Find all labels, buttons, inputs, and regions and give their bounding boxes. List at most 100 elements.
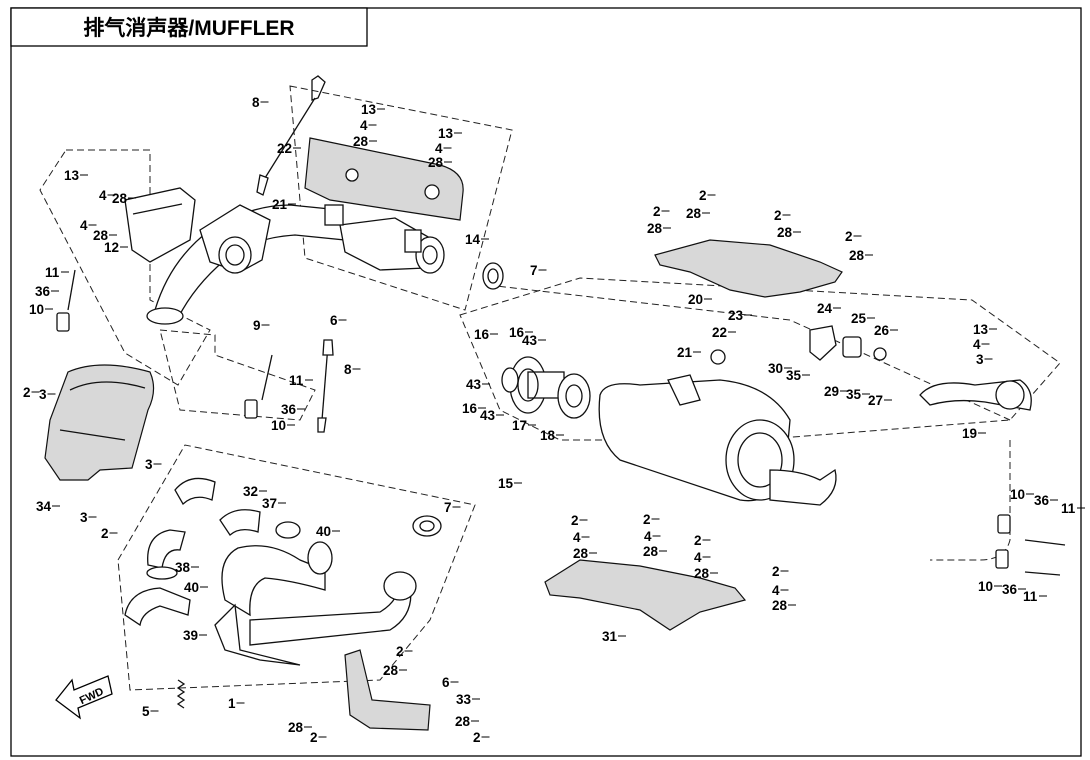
callout-label: 11 bbox=[45, 265, 60, 280]
o2-sensor-top bbox=[256, 75, 326, 196]
callout-label: 36 bbox=[1034, 493, 1050, 508]
callout-label: 33 bbox=[456, 692, 472, 707]
callout-label: 34 bbox=[36, 499, 52, 514]
callout-label: 35 bbox=[786, 368, 802, 383]
callout-label: 28 bbox=[849, 248, 865, 263]
gasket-ring-upper bbox=[482, 262, 504, 290]
callout-label: 2 bbox=[473, 730, 481, 745]
lower-shield-part bbox=[344, 649, 431, 731]
callout-label: 16 bbox=[474, 327, 490, 342]
callout-label: 2 bbox=[396, 644, 404, 659]
callout-label: 28 bbox=[428, 155, 444, 170]
callout-label: 3 bbox=[976, 352, 984, 367]
bracket-part bbox=[710, 325, 887, 365]
diagram-title: 排气消声器/MUFFLER bbox=[83, 16, 294, 40]
callout-label: 37 bbox=[262, 496, 277, 511]
callout-label: 11 bbox=[289, 373, 304, 388]
title-box bbox=[10, 7, 368, 47]
callout-label: 26 bbox=[874, 323, 890, 338]
gasket-ring-lower bbox=[412, 515, 442, 537]
callout-label: 28 bbox=[573, 546, 589, 561]
callout-label: 4 bbox=[772, 583, 780, 598]
spring-part bbox=[176, 679, 186, 709]
drawing-border bbox=[10, 7, 1082, 757]
callout-label: 19 bbox=[962, 426, 977, 441]
callout-label: 28 bbox=[772, 598, 788, 613]
callout-label: 28 bbox=[777, 225, 793, 240]
callout-label: 10 bbox=[1010, 487, 1025, 502]
callout-label: 13 bbox=[64, 168, 80, 183]
callout-label: 4 bbox=[973, 337, 981, 352]
callout-label: 39 bbox=[183, 628, 198, 643]
callout-label: 8 bbox=[344, 362, 352, 377]
callout-label: 18 bbox=[540, 428, 556, 443]
callout-label: 7 bbox=[444, 500, 452, 515]
callout-label: 10 bbox=[271, 418, 286, 433]
top-shield-part bbox=[304, 137, 464, 221]
callout-label: 10 bbox=[29, 302, 44, 317]
callout-label: 16 bbox=[509, 325, 525, 340]
leader-lines bbox=[31, 101, 1085, 738]
callout-label: 43 bbox=[522, 333, 538, 348]
heat-shield-part bbox=[44, 364, 155, 481]
callout-label: 28 bbox=[112, 191, 128, 206]
callout-label: 36 bbox=[1002, 582, 1018, 597]
callout-label: 2 bbox=[571, 513, 579, 528]
callout-label: 43 bbox=[480, 408, 496, 423]
callout-label: 28 bbox=[353, 134, 369, 149]
callout-label: 23 bbox=[728, 308, 744, 323]
callout-label: 28 bbox=[288, 720, 304, 735]
callout-label: 5 bbox=[142, 704, 150, 719]
callout-label: 21 bbox=[677, 345, 693, 360]
fwd-arrow: FWD bbox=[55, 675, 113, 720]
callout-label: 27 bbox=[868, 393, 883, 408]
callout-label: 16 bbox=[462, 401, 478, 416]
callout-label: 13 bbox=[438, 126, 454, 141]
callout-label: 2 bbox=[101, 526, 109, 541]
callout-label: 6 bbox=[442, 675, 450, 690]
callout-label: 4 bbox=[573, 530, 581, 545]
callout-label: 36 bbox=[35, 284, 51, 299]
callout-label: 6 bbox=[330, 313, 338, 328]
callout-labels: 8 13 4 28 13 4 28 22 21 14 13 4 28 4 28 … bbox=[23, 95, 1076, 745]
callout-label: 32 bbox=[243, 484, 258, 499]
callout-label: 2 bbox=[845, 229, 853, 244]
callout-label: 8 bbox=[252, 95, 260, 110]
callout-label: 12 bbox=[104, 240, 119, 255]
callout-label: 28 bbox=[93, 228, 109, 243]
hose-parts bbox=[124, 477, 301, 627]
small-hardware bbox=[56, 269, 1066, 576]
callout-label: 14 bbox=[465, 232, 481, 247]
header-pipe-part bbox=[146, 204, 445, 325]
callout-label: 20 bbox=[688, 292, 703, 307]
callout-label: 4 bbox=[99, 188, 107, 203]
callout-label: 2 bbox=[23, 385, 31, 400]
callout-label: 13 bbox=[973, 322, 989, 337]
callout-label: 7 bbox=[530, 263, 538, 278]
callout-label: 35 bbox=[846, 387, 862, 402]
callout-label: 4 bbox=[435, 141, 443, 156]
callout-label: 2 bbox=[694, 533, 702, 548]
callout-label: 28 bbox=[643, 544, 659, 559]
front-guard-part bbox=[124, 187, 196, 263]
callout-label: 28 bbox=[383, 663, 399, 678]
callout-label: 40 bbox=[316, 524, 331, 539]
callout-label: 21 bbox=[272, 197, 288, 212]
muffler-body-part bbox=[598, 374, 837, 506]
callout-label: 28 bbox=[694, 566, 710, 581]
callout-label: 3 bbox=[80, 510, 88, 525]
callout-label: 29 bbox=[824, 384, 839, 399]
callout-label: 13 bbox=[361, 102, 377, 117]
callout-label: 11 bbox=[1023, 589, 1038, 604]
callout-label: 2 bbox=[774, 208, 782, 223]
heat-shield-20 bbox=[654, 239, 843, 298]
callout-label: 25 bbox=[851, 311, 867, 326]
callout-label: 9 bbox=[253, 318, 261, 333]
callout-label: 24 bbox=[817, 301, 833, 316]
lower-header-part bbox=[214, 541, 417, 666]
callout-label: 10 bbox=[978, 579, 993, 594]
callout-label: 4 bbox=[80, 218, 88, 233]
callout-label: 4 bbox=[360, 118, 368, 133]
skid-plate-part bbox=[544, 559, 747, 631]
